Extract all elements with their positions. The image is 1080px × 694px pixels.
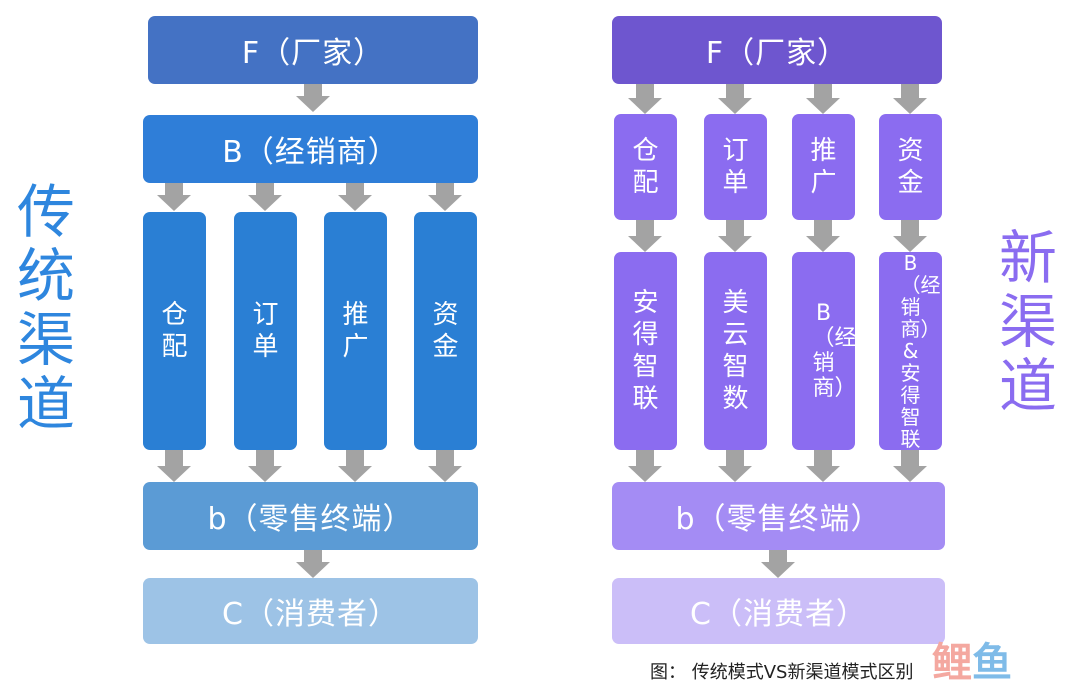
right-func-label: 资金	[897, 136, 924, 198]
logo: 鲤鱼	[932, 630, 1012, 688]
new-channel-label: 新渠道	[998, 224, 1057, 420]
left-col-label: 资金	[432, 300, 459, 362]
right-provider-distributor: B（经销商）	[792, 252, 857, 450]
left-col-funding: 资金	[414, 212, 477, 450]
left-col-warehouse: 仓配	[143, 212, 206, 450]
logo-char: 鲤	[932, 640, 972, 686]
right-func-promotion: 推广	[792, 114, 855, 220]
logo-char: 鱼	[972, 640, 1012, 686]
left-manufacturer-box: F（厂家）	[148, 16, 478, 84]
right-provider-distributor-annto: B（经销商）& 安得智联	[879, 252, 942, 450]
right-provider-label: B（经销商）	[812, 301, 857, 401]
left-distributor-box: B（经销商）	[143, 115, 478, 183]
left-col-order: 订单	[234, 212, 297, 450]
right-func-warehouse: 仓配	[614, 114, 677, 220]
left-col-promotion: 推广	[324, 212, 387, 450]
right-func-order: 订单	[704, 114, 767, 220]
right-provider-label: B（经销商）& 安得智联	[900, 251, 941, 451]
figure-caption: 图： 传统模式VS新渠道模式区别	[650, 662, 914, 683]
left-retail-box: b（零售终端）	[143, 482, 478, 550]
right-provider-label: 安得智联	[632, 288, 659, 414]
left-consumer-box: C（消费者）	[143, 578, 478, 644]
left-col-label: 推广	[342, 300, 369, 362]
right-func-funding: 资金	[879, 114, 942, 220]
right-retail-box: b（零售终端）	[612, 482, 945, 550]
right-provider-annto: 安得智联	[614, 252, 677, 450]
right-manufacturer-box: F（厂家）	[612, 16, 942, 84]
right-func-label: 推广	[810, 136, 837, 198]
traditional-channel-label: 传统渠道	[16, 178, 75, 438]
left-col-label: 订单	[252, 300, 279, 362]
right-provider-label: 美云智数	[722, 288, 749, 414]
left-col-label: 仓配	[161, 300, 188, 362]
right-func-label: 订单	[722, 136, 749, 198]
right-consumer-box: C（消费者）	[612, 578, 945, 644]
right-provider-meicloud: 美云智数	[704, 252, 767, 450]
right-func-label: 仓配	[632, 136, 659, 198]
